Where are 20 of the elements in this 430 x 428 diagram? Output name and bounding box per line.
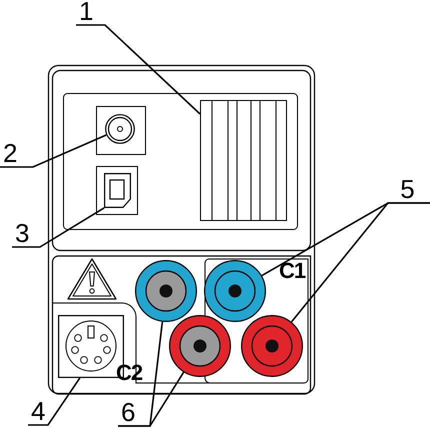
callout-number: 6: [118, 398, 150, 426]
banana-socket: [169, 315, 231, 377]
callout-number: 4: [28, 396, 48, 425]
callout-number: 5: [385, 176, 430, 203]
callout-number: 1: [76, 0, 106, 25]
battery-compartment: [200, 100, 287, 221]
terminal-label: C1: [279, 260, 306, 282]
leader-line: [12, 207, 104, 248]
banana-socket: [241, 315, 303, 377]
round-socket: [105, 114, 135, 144]
leader-line: [0, 134, 107, 168]
leader-line: [118, 372, 184, 427]
callout-number: 3: [12, 218, 40, 247]
leader-line: [290, 202, 430, 322]
leader-line: [28, 378, 81, 426]
banana-socket: [135, 260, 197, 322]
usb-port: [104, 173, 131, 208]
leader-line: [76, 24, 201, 115]
banana-socket: [204, 260, 266, 322]
callout-number: 2: [0, 137, 33, 167]
